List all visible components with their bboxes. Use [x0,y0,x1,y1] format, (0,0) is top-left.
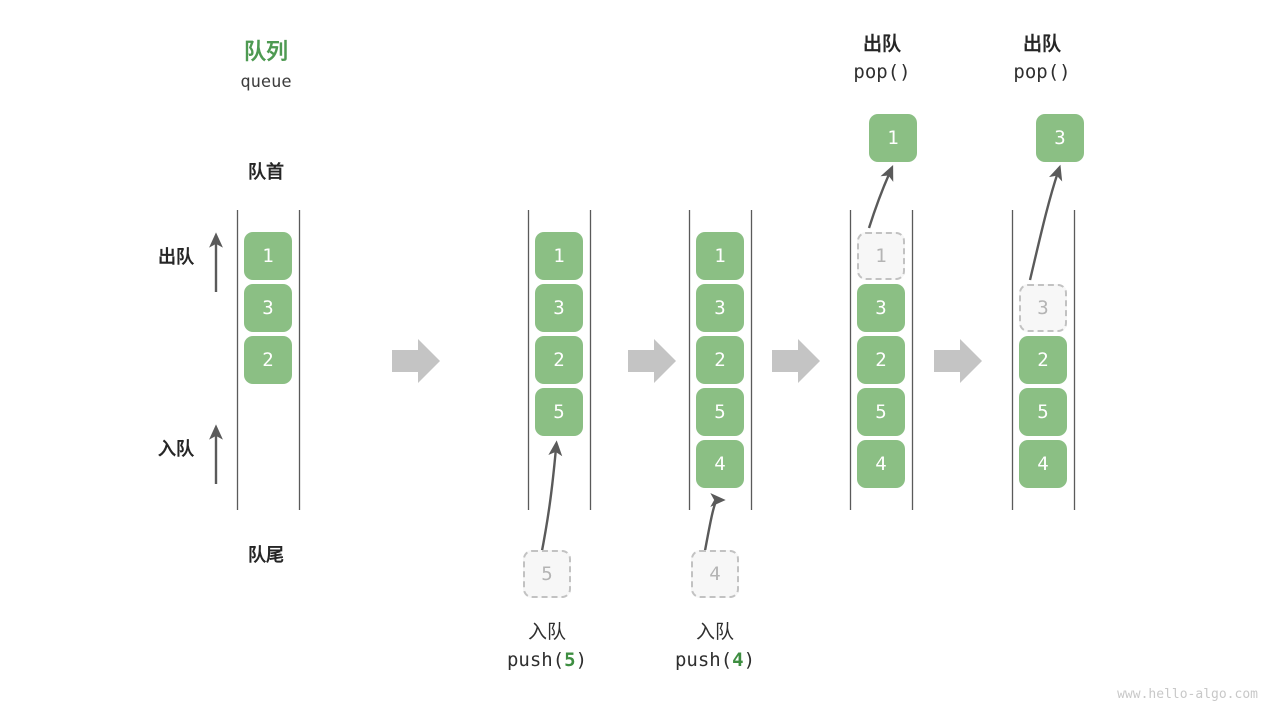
push-5-caption: 入队 push(5) [447,620,647,674]
queue-rails [236,210,1076,510]
queue-rear-label: 队尾 [248,545,284,565]
stage-transition-arrow-2 [628,339,676,383]
queue-cell[interactable]: 2 [244,336,292,384]
popped-element[interactable]: 3 [1036,114,1084,162]
push-4-caption: 入队 push(4) [615,620,815,674]
push-5-code-suffix: ) [575,648,588,671]
queue-cell[interactable]: 2 [535,336,583,384]
stage-transition-arrow-3 [772,339,820,383]
pop-1-title: 出队 pop() [792,32,972,86]
queue-cell-new[interactable]: 5 [535,388,583,436]
queue-cell[interactable]: 5 [1019,388,1067,436]
push-4-code-arg: 4 [732,648,744,671]
push-5-arrow [539,440,563,557]
queue-cell[interactable]: 2 [857,336,905,384]
stage-transition-arrow-4 [934,339,982,383]
queue-cell[interactable]: 5 [696,388,744,436]
queue-cell[interactable]: 1 [535,232,583,280]
queue-cell[interactable]: 3 [244,284,292,332]
queue-cell[interactable]: 2 [1019,336,1067,384]
page-title-cn: 队列 [243,39,288,64]
queue-cell[interactable]: 2 [696,336,744,384]
page-title-en: queue [240,72,292,92]
push-5-code-arg: 5 [564,648,576,671]
push-4-caption-cn: 入队 [695,622,734,643]
pop-3-title-code: pop() [1013,60,1071,83]
queue-cell[interactable]: 1 [696,232,744,280]
queue-cell[interactable]: 3 [696,284,744,332]
queue-front-label: 队首 [248,162,284,182]
pop-1-title-cn: 出队 [862,34,901,55]
queue-cell[interactable]: 3 [857,284,905,332]
push-5-caption-cn: 入队 [527,622,566,643]
push-4-caption-code: push(4) [615,646,815,675]
queue-cell[interactable]: 1 [244,232,292,280]
popped-element[interactable]: 1 [869,114,917,162]
push-4-arrow [702,493,726,557]
queue-cell[interactable]: 4 [1019,440,1067,488]
push-5-caption-code: push(5) [447,646,647,675]
pop-3-arrow [1028,164,1063,281]
removed-element-ghost[interactable]: 1 [857,232,905,280]
pop-1-arrow [867,164,894,229]
push-5-code-prefix: push( [506,648,565,671]
queue-cell[interactable]: 4 [857,440,905,488]
enqueue-direction-label: 入队 [158,439,194,459]
pop-3-title-cn: 出队 [1022,34,1061,55]
stage-transition-arrow-1 [392,339,440,383]
push-4-code-suffix: ) [743,648,756,671]
dequeue-direction-label: 出队 [158,247,194,267]
queue-cell[interactable]: 3 [535,284,583,332]
watermark: www.hello-algo.com [1117,687,1258,702]
pop-3-title: 出队 pop() [952,32,1132,86]
push-4-code-prefix: push( [674,648,733,671]
incoming-element-ghost[interactable]: 5 [523,550,571,598]
queue-cell-new[interactable]: 4 [696,440,744,488]
removed-element-ghost[interactable]: 3 [1019,284,1067,332]
pop-1-title-code: pop() [853,60,911,83]
incoming-element-ghost[interactable]: 4 [691,550,739,598]
queue-cell[interactable]: 5 [857,388,905,436]
